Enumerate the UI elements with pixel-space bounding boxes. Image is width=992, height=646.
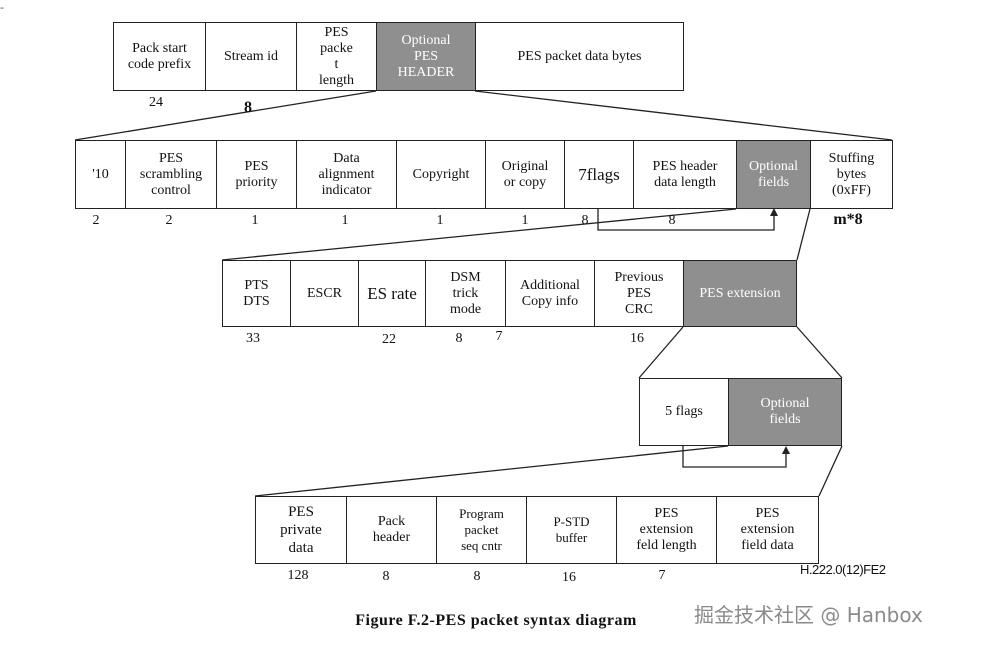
pes-packet-length-box: PES packe t length <box>296 22 377 91</box>
stream-id-box: Stream id <box>205 22 297 91</box>
pack-header-box: Pack header <box>346 496 437 564</box>
watermark: 掘金技术社区 @ Hanbox <box>694 603 923 627</box>
pes-packet-data-bytes-box: PES packet data bytes <box>475 22 684 91</box>
row1-bits-pack-start: 24 <box>149 95 163 110</box>
row2-bits-header-length: 8 <box>668 213 676 228</box>
pes-header-data-length-box: PES header data length <box>633 140 737 209</box>
row2-bits-scrambling: 2 <box>165 213 173 228</box>
pts-dts-box: PTS DTS <box>222 260 291 327</box>
row5-bits-private-data: 128 <box>287 568 309 583</box>
figure-caption: Figure F.2-PES packet syntax diagram <box>355 612 637 629</box>
pes-extension-field-data-box: PES extension field data <box>716 496 819 564</box>
pes-priority-box: PES priority <box>216 140 297 209</box>
additional-copy-info-box: Additional Copy info <box>505 260 595 327</box>
marker-bits-box: '10 <box>75 140 126 209</box>
top-mark: - <box>0 0 4 14</box>
row2-bits-copyright: 1 <box>436 213 444 228</box>
pes-scrambling-control-box: PES scrambling control <box>125 140 217 209</box>
row5-bits-pack-header: 8 <box>382 569 390 584</box>
copyright-box: Copyright <box>396 140 486 209</box>
row5-bits-p-std: 16 <box>562 570 576 585</box>
row3-bits-copy-info: 7 <box>495 329 503 344</box>
row5-bits-seq-cntr: 8 <box>473 569 481 584</box>
es-rate-box: ES rate <box>358 260 426 327</box>
p-std-buffer-box: P-STD buffer <box>526 496 617 564</box>
row3-bits-dsm: 8 <box>455 331 463 346</box>
row3-bits-pts: 33 <box>246 331 260 346</box>
figure-reference: H.222.0(12)FE2 <box>800 562 886 577</box>
program-packet-seq-cntr-box: Program packet seq cntr <box>436 496 527 564</box>
seven-flags-box: 7flags <box>564 140 634 209</box>
extension-optional-fields-box: Optional fields <box>728 378 842 446</box>
row2-bits-marker: 2 <box>92 213 100 228</box>
original-or-copy-box: Original or copy <box>485 140 565 209</box>
pes-extension-box: PES extension <box>683 260 797 327</box>
pack-start-code-box: Pack start code prefix <box>113 22 206 91</box>
row2-bits-priority: 1 <box>251 213 259 228</box>
escr-box: ESCR <box>290 260 359 327</box>
pes-extension-field-length-box: PES extension feld length <box>616 496 717 564</box>
five-flags-box: 5 flags <box>639 378 729 446</box>
row2-bits-original: 1 <box>521 213 529 228</box>
optional-fields-box: Optional fields <box>736 140 811 209</box>
row2-bits-stuffing: m*8 <box>833 211 863 228</box>
stuffing-bytes-box: Stuffing bytes (0xFF) <box>810 140 893 209</box>
row3-bits-es-rate: 22 <box>382 332 396 347</box>
pes-private-data-box: PES private data <box>255 496 347 564</box>
optional-pes-header-box: Optional PES HEADER <box>376 22 476 91</box>
row2-bits-alignment: 1 <box>341 213 349 228</box>
row1-bits-stream-id: 8 <box>244 99 252 116</box>
row2-bits-flags: 8 <box>581 213 589 228</box>
dsm-trick-mode-box: DSM trick mode <box>425 260 506 327</box>
row3-bits-crc: 16 <box>630 331 644 346</box>
data-alignment-indicator-box: Data alignment indicator <box>296 140 397 209</box>
previous-pes-crc-box: Previous PES CRC <box>594 260 684 327</box>
row5-bits-ext-length: 7 <box>658 568 666 583</box>
